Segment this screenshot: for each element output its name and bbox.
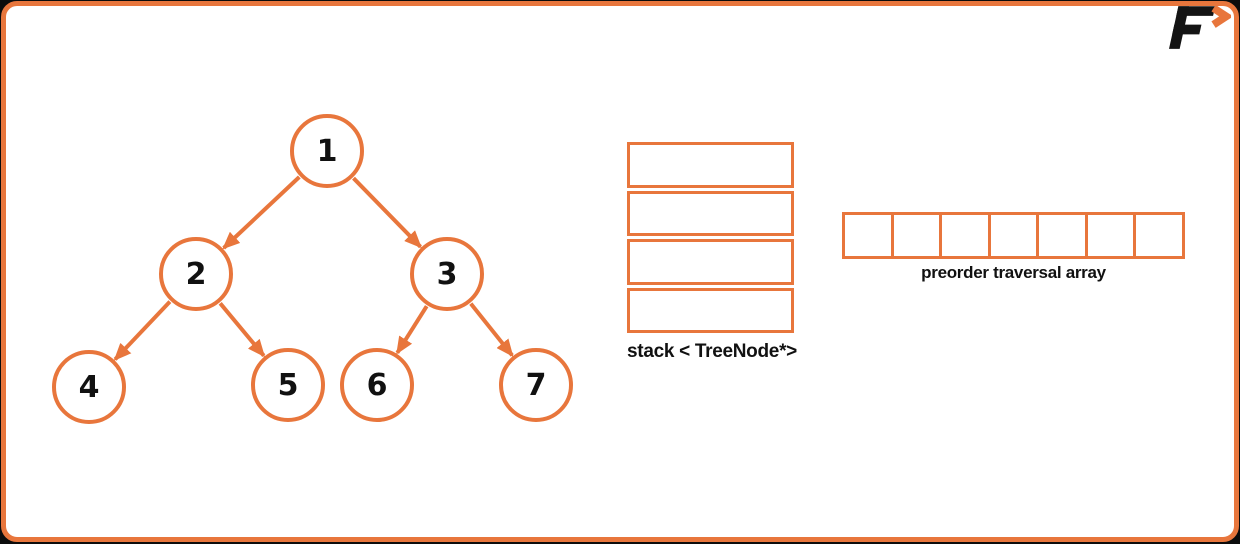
tree-edge-3-7: [469, 302, 514, 357]
stack: [627, 142, 794, 333]
tree-edge-2-5: [218, 302, 266, 358]
preorder-array: [842, 212, 1185, 259]
stack-slot-1: [627, 190, 794, 236]
brand-f-arrow-icon: [1169, 4, 1234, 49]
tree-edge-2-4: [113, 300, 172, 361]
array-cell-4: [1039, 215, 1088, 256]
array-cell-3: [991, 215, 1040, 256]
tree-node-5: 5: [251, 348, 325, 422]
tree-edge-1-3: [352, 176, 422, 249]
tree-node-1: 1: [290, 114, 364, 188]
array-cell-0: [845, 215, 894, 256]
tree-node-4: 4: [52, 350, 126, 424]
tree-node-3: 3: [410, 237, 484, 311]
stack-slot-0: [627, 142, 794, 188]
tree-node-7: 7: [499, 348, 573, 422]
brand-logo: [1169, 4, 1234, 51]
stack-slot-2: [627, 239, 794, 285]
tree-node-6: 6: [340, 348, 414, 422]
tree-edge-3-6: [395, 305, 429, 355]
array-cell-6: [1136, 215, 1182, 256]
chevron-right-icon: [1211, 4, 1234, 28]
stack-label: stack < TreeNode*>: [627, 341, 797, 362]
array-cell-2: [942, 215, 991, 256]
tree-node-2: 2: [159, 237, 233, 311]
tree-edge-1-2: [222, 175, 301, 250]
stack-slot-3: [627, 287, 794, 333]
array-cell-1: [894, 215, 943, 256]
array-label: preorder traversal array: [921, 263, 1106, 282]
array-cell-5: [1088, 215, 1137, 256]
